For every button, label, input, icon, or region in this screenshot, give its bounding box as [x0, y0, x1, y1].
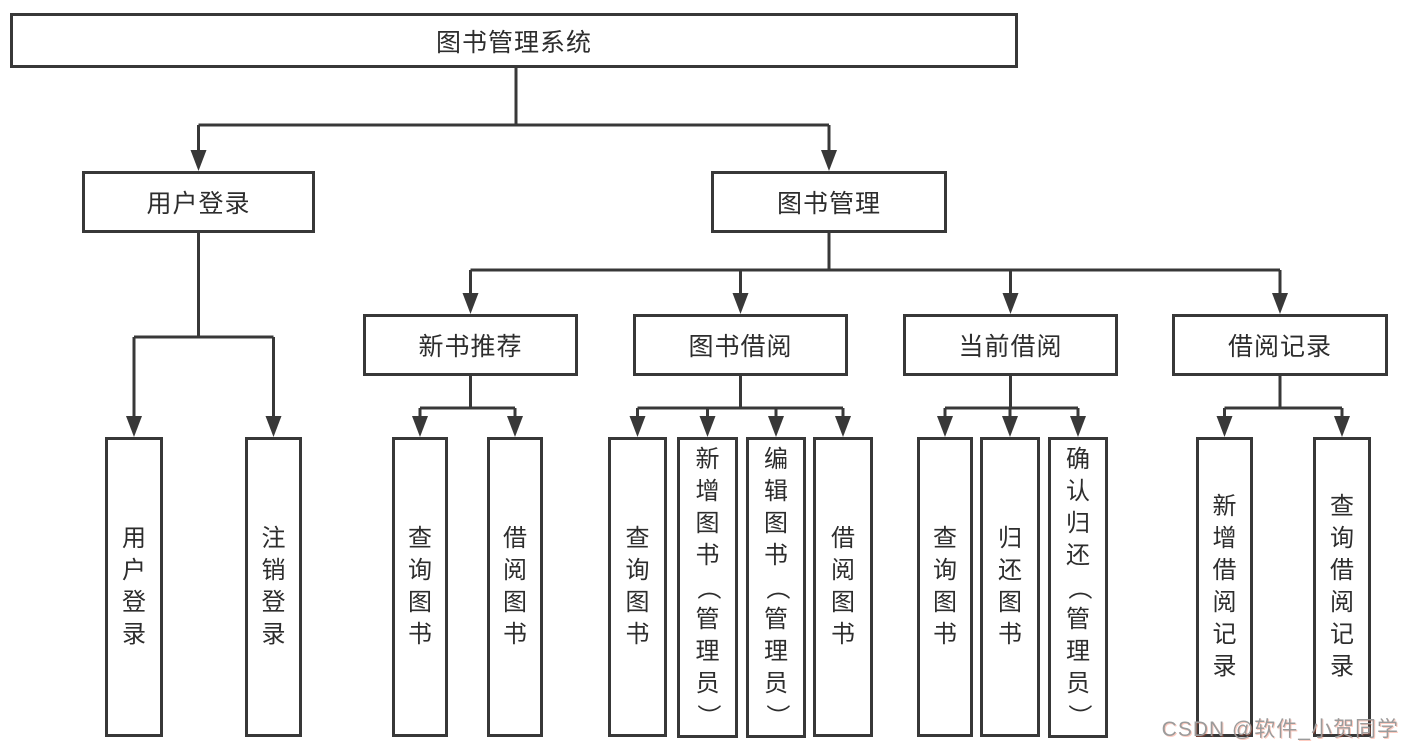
leaf-query-books-recommend: 查询图书 — [392, 437, 448, 737]
node-label: 图书借阅 — [688, 333, 793, 361]
leaf-borrow-books: 借阅图书 — [813, 437, 873, 737]
leaf-label: 查询图书 — [933, 525, 957, 648]
node-book-management-branch: 图书管理 — [711, 171, 947, 233]
node-label: 用户登录 — [146, 190, 251, 218]
leaf-borrow-books-recommend: 借阅图书 — [487, 437, 543, 737]
leaf-label: 归还图书 — [998, 525, 1022, 648]
node-label: 新书推荐 — [418, 333, 523, 361]
node-library-management-system: 图书管理系统 — [10, 13, 1018, 68]
node-label: 图书管理 — [776, 190, 881, 218]
node-label: 图书管理系统 — [435, 28, 592, 57]
leaf-label: 注销登录 — [261, 525, 286, 648]
node-borrowing-records: 借阅记录 — [1172, 314, 1388, 376]
leaf-query-books-current: 查询图书 — [917, 437, 973, 737]
node-new-book-recommendation: 新书推荐 — [363, 314, 578, 376]
leaf-query-borrow-record: 查询借阅记录 — [1313, 437, 1371, 737]
leaf-confirm-return-admin: 确认归还（管理员） — [1048, 437, 1108, 738]
leaf-label: 借阅图书 — [503, 525, 527, 648]
node-current-borrowing: 当前借阅 — [903, 314, 1118, 376]
csdn-watermark: CSDN @软件_小贺同学 — [1161, 718, 1399, 741]
leaf-label: 查询图书 — [408, 525, 432, 648]
leaf-user-login: 用户登录 — [105, 437, 163, 737]
leaf-label: 新增借阅记录 — [1212, 493, 1237, 680]
node-book-borrowing: 图书借阅 — [633, 314, 848, 376]
node-label: 借阅记录 — [1227, 333, 1332, 361]
node-label: 当前借阅 — [958, 333, 1063, 361]
leaf-label: 新增图书（管理员） — [694, 445, 722, 728]
leaf-add-books-admin: 新增图书（管理员） — [677, 437, 738, 738]
leaf-edit-books-admin: 编辑图书（管理员） — [746, 437, 806, 738]
node-user-login-branch: 用户登录 — [82, 171, 315, 233]
leaf-label: 查询借阅记录 — [1330, 493, 1354, 680]
leaf-label: 编辑图书（管理员） — [763, 445, 790, 728]
leaf-label: 确认归还（管理员） — [1065, 445, 1092, 728]
leaf-label: 用户登录 — [122, 525, 146, 648]
leaf-add-borrow-record: 新增借阅记录 — [1196, 437, 1253, 737]
leaf-return-books: 归还图书 — [980, 437, 1040, 737]
leaf-query-books-borrowing: 查询图书 — [608, 437, 667, 737]
leaf-label: 借阅图书 — [831, 525, 855, 648]
leaf-logout: 注销登录 — [245, 437, 302, 737]
leaf-label: 查询图书 — [625, 525, 650, 648]
